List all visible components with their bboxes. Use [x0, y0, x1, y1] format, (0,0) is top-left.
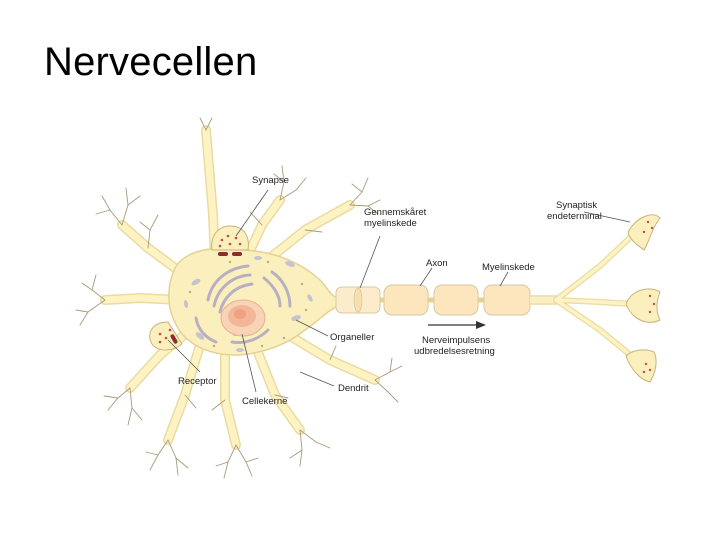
label-impulse-direction: Nerveimpulsens udbredelsesretning [414, 335, 495, 357]
label-impulse-line1: Nerveimpulsens [422, 335, 490, 346]
label-dendrite: Dendrit [338, 383, 369, 394]
dendrites [75, 117, 403, 479]
label-synaptic-terminal-line1: Synaptisk [556, 200, 597, 211]
label-myelin-sheath: Myelinskede [482, 262, 535, 273]
label-cut-myelin: Gennemskåret myelinskede [364, 207, 429, 229]
label-impulse-line2: udbredelsesretning [414, 346, 495, 357]
labels: Synapse Gennemskåret myelinskede Synapti… [178, 175, 602, 407]
cell-body [168, 247, 341, 356]
label-axon: Axon [426, 258, 448, 269]
myelin-segment [433, 284, 479, 316]
label-cut-myelin-line2: myelinskede [364, 218, 417, 229]
label-synaptic-terminal-line2: endeterminal [547, 211, 602, 222]
label-synaptic-terminal: Synaptisk endeterminal [547, 200, 602, 222]
leader-lines [167, 189, 631, 393]
label-cell-nucleus: Cellekerne [242, 396, 287, 407]
organelles [183, 256, 313, 352]
label-organelles: Organeller [330, 332, 374, 343]
label-synapse: Synapse [252, 175, 289, 186]
myelin-segment [483, 284, 531, 316]
axon-terminals [553, 214, 661, 383]
label-receptor: Receptor [178, 376, 217, 387]
axon [335, 284, 560, 316]
nucleus [220, 299, 266, 337]
impulse-direction-arrow [428, 321, 486, 329]
slide-title: Nervecellen [44, 40, 258, 84]
myelin-segment [383, 284, 429, 316]
label-cut-myelin-line1: Gennemskåret [364, 207, 427, 218]
